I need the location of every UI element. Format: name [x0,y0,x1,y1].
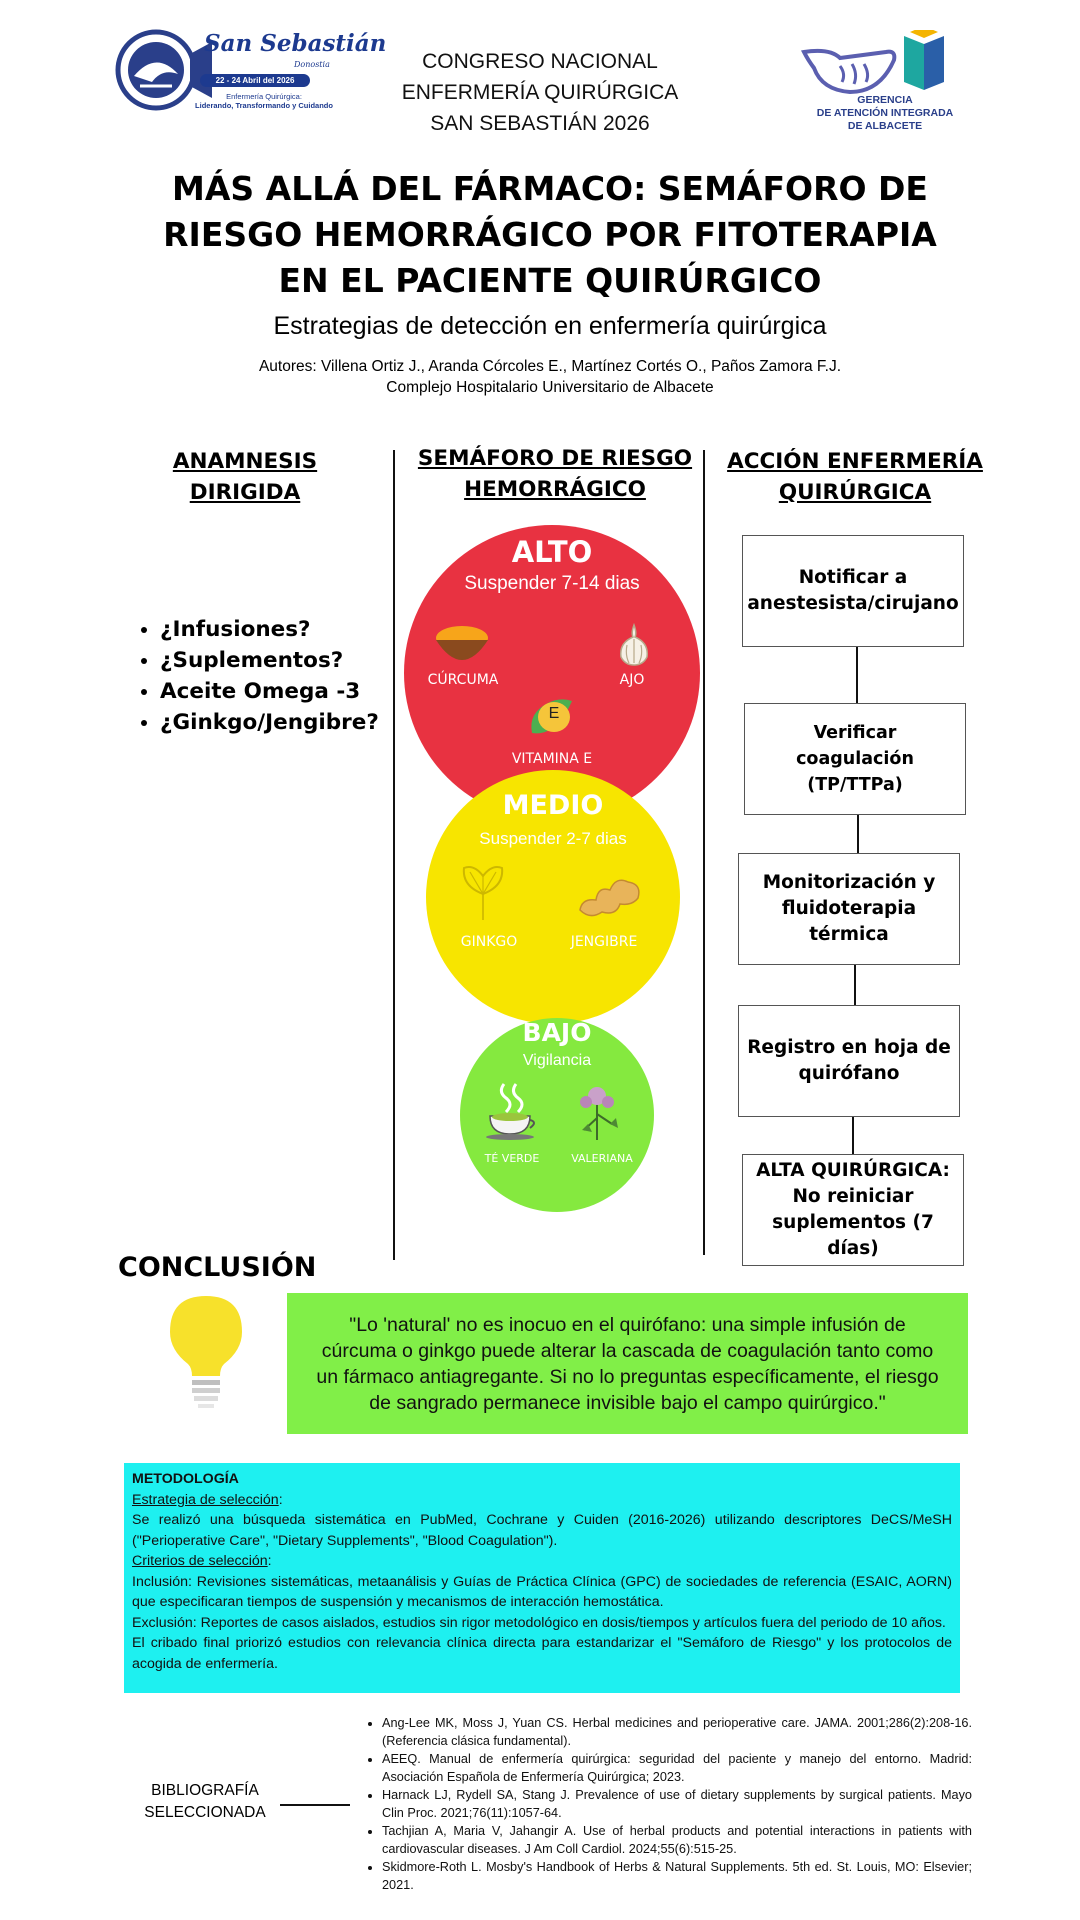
authors-block: Autores: Villena Ortiz J., Aranda Córcol… [90,356,1010,398]
anamnesis-item: ¿Infusiones? [160,614,379,645]
herb-label: GINKGO [460,934,518,950]
congress-line: ENFERMERÍA QUIRÚRGICA [401,81,679,104]
anamnesis-item: ¿Ginkgo/Jengibre? [160,707,379,738]
heading-line: ANAMNESIS [172,449,318,474]
action-connector [852,1117,854,1154]
herb-label: CÚRCUMA [427,672,499,688]
column-divider [393,450,395,1260]
action-connector [854,965,856,1005]
congress-title: CONGRESO NACIONAL ENFERMERÍA QUIRÚRGICA … [330,46,750,139]
strategy-text: Se realizó una búsqueda sistemática en P… [132,1512,952,1549]
exclusion-text: Exclusión: Reportes de casos aislados, e… [132,1614,946,1631]
gerencia-line: DE ATENCIÓN INTEGRADA [816,107,954,119]
action-connector [856,647,858,703]
risk-circle-medio: MEDIO Suspender 2-7 dias GINKGO JENGIBRE [426,770,680,1024]
heading-line: DIRIGIDA [189,480,301,505]
valerian-icon [580,1087,618,1140]
criteria-label: Criterios de selección [132,1553,268,1569]
vitamin-e-letter: E [548,705,560,722]
screening-text: El cribado final priorizó estudios con r… [132,1635,952,1672]
title-line: EN EL PACIENTE QUIRÚRGICO [278,261,822,300]
risk-note-medio: Suspender 2-7 dias [479,829,627,848]
poster-subtitle: Estrategias de detección en enfermería q… [273,312,827,340]
bibliography-list: Ang-Lee MK, Moss J, Yuan CS. Herbal medi… [360,1714,972,1894]
herb-label: TÉ VERDE [484,1152,540,1165]
anamnesis-heading: ANAMNESIS DIRIGIDA [150,446,340,508]
anamnesis-item: ¿Suplementos? [160,645,379,676]
logo-tagline-1: Enfermería Quirúrgica: [226,92,302,101]
risk-circle-alto: ALTO Suspender 7-14 dias CÚRCUMA AJO E V… [404,525,700,821]
heading-line: SEMÁFORO DE RIESGO [417,446,693,471]
methodology-heading: METODOLOGÍA [132,1471,239,1487]
risk-level-bajo: BAJO [522,1018,592,1047]
action-step: ALTA QUIRÚRGICA: No reiniciar suplemento… [742,1154,964,1266]
reference-item: Skidmore-Roth L. Mosby's Handbook of Her… [382,1858,972,1894]
ginkgo-icon [462,866,504,920]
action-step: Notificar a anestesista/cirujano [742,535,964,647]
gerencia-text: GERENCIA DE ATENCIÓN INTEGRADA DE ALBACE… [800,94,970,133]
gerencia-line: GERENCIA [857,94,913,106]
risk-level-medio: MEDIO [502,790,604,821]
column-divider [703,450,705,1255]
bibliography-connector [280,1804,350,1806]
herb-label: VALERIANA [571,1152,633,1165]
title-line: MÁS ALLÁ DEL FÁRMACO: SEMÁFORO DE [172,169,928,208]
gerencia-line: DE ALBACETE [847,120,923,132]
turmeric-icon [436,626,488,660]
title-line: RIESGO HEMORRÁGICO POR FITOTERAPIA [163,215,937,254]
semaforo-heading: SEMÁFORO DE RIESGO HEMORRÁGICO [405,443,705,505]
heading-line: ACCIÓN ENFERMERÍA [727,449,983,474]
accion-heading: ACCIÓN ENFERMERÍA QUIRÚRGICA [705,446,1005,508]
bib-label-line: BIBLIOGRAFÍA [151,1782,259,1799]
anamnesis-list: ¿Infusiones? ¿Suplementos? Aceite Omega … [128,614,379,738]
logo-tagline-2: Liderando, Transformando y Cuidando [195,101,333,110]
reference-item: Ang-Lee MK, Moss J, Yuan CS. Herbal medi… [382,1714,972,1750]
action-step: Verificar coagulación (TP/TTPa) [744,703,966,815]
strategy-label: Estrategia de selección [132,1491,279,1508]
herb-label: VITAMINA E [511,751,593,767]
lightbulb-icon [170,1296,242,1408]
reference-item: Harnack LJ, Rydell SA, Stang J. Prevalen… [382,1786,972,1822]
risk-circle-bajo: BAJO Vigilancia TÉ VERDE VALERIANA [460,1018,654,1212]
conclusion-heading: CONCLUSIÓN [118,1252,317,1283]
action-step: Monitorización y fluidoterapia térmica [738,853,960,965]
logo-script: Donostia [294,60,330,69]
congress-line: SAN SEBASTIÁN 2026 [430,112,650,135]
risk-note-bajo: Vigilancia [522,1052,592,1069]
action-step: Registro en hoja de quirófano [738,1005,960,1117]
garlic-icon [620,623,648,666]
reference-item: Tachjian A, Maria V, Jahangir A. Use of … [382,1822,972,1858]
ginger-icon [579,879,640,917]
green-tea-icon [486,1083,535,1140]
action-connector [857,815,859,853]
heading-line: QUIRÚRGICA [778,480,932,505]
vitamin-e-icon: E [526,693,578,737]
gerencia-logo: GERENCIA DE ATENCIÓN INTEGRADA DE ALBACE… [800,26,970,140]
logo-name: San Sebastián [204,30,387,57]
congress-logo: San Sebastián Donostia 22 - 24 Abril del… [112,24,386,124]
herb-label: JENGIBRE [570,934,638,950]
bib-label-line: SELECCIONADA [144,1804,266,1821]
heading-line: HEMORRÁGICO [464,477,646,502]
bibliography-label: BIBLIOGRAFÍA SELECCIONADA [130,1780,280,1824]
poster-title: MÁS ALLÁ DEL FÁRMACO: SEMÁFORO DE RIESGO… [90,166,1010,304]
institution: Complejo Hospitalario Universitario de A… [386,379,714,396]
inclusion-text: Inclusión: Revisiones sistemáticas, meta… [132,1573,952,1611]
congress-line: CONGRESO NACIONAL [422,50,658,73]
logo-dates: 22 - 24 Abril del 2026 [200,74,310,87]
reference-item: AEEQ. Manual de enfermería quirúrgica: s… [382,1750,972,1786]
risk-level-alto: ALTO [511,535,593,569]
conclusion-quote: "Lo 'natural' no es inocuo en el quirófa… [287,1293,968,1434]
herb-label: AJO [619,672,645,688]
risk-note-alto: Suspender 7-14 dias [464,573,640,594]
methodology-box: METODOLOGÍA Estrategia de selección: Se … [124,1463,960,1693]
authors: Autores: Villena Ortiz J., Aranda Córcol… [258,358,842,375]
anamnesis-item: Aceite Omega -3 [160,676,379,707]
